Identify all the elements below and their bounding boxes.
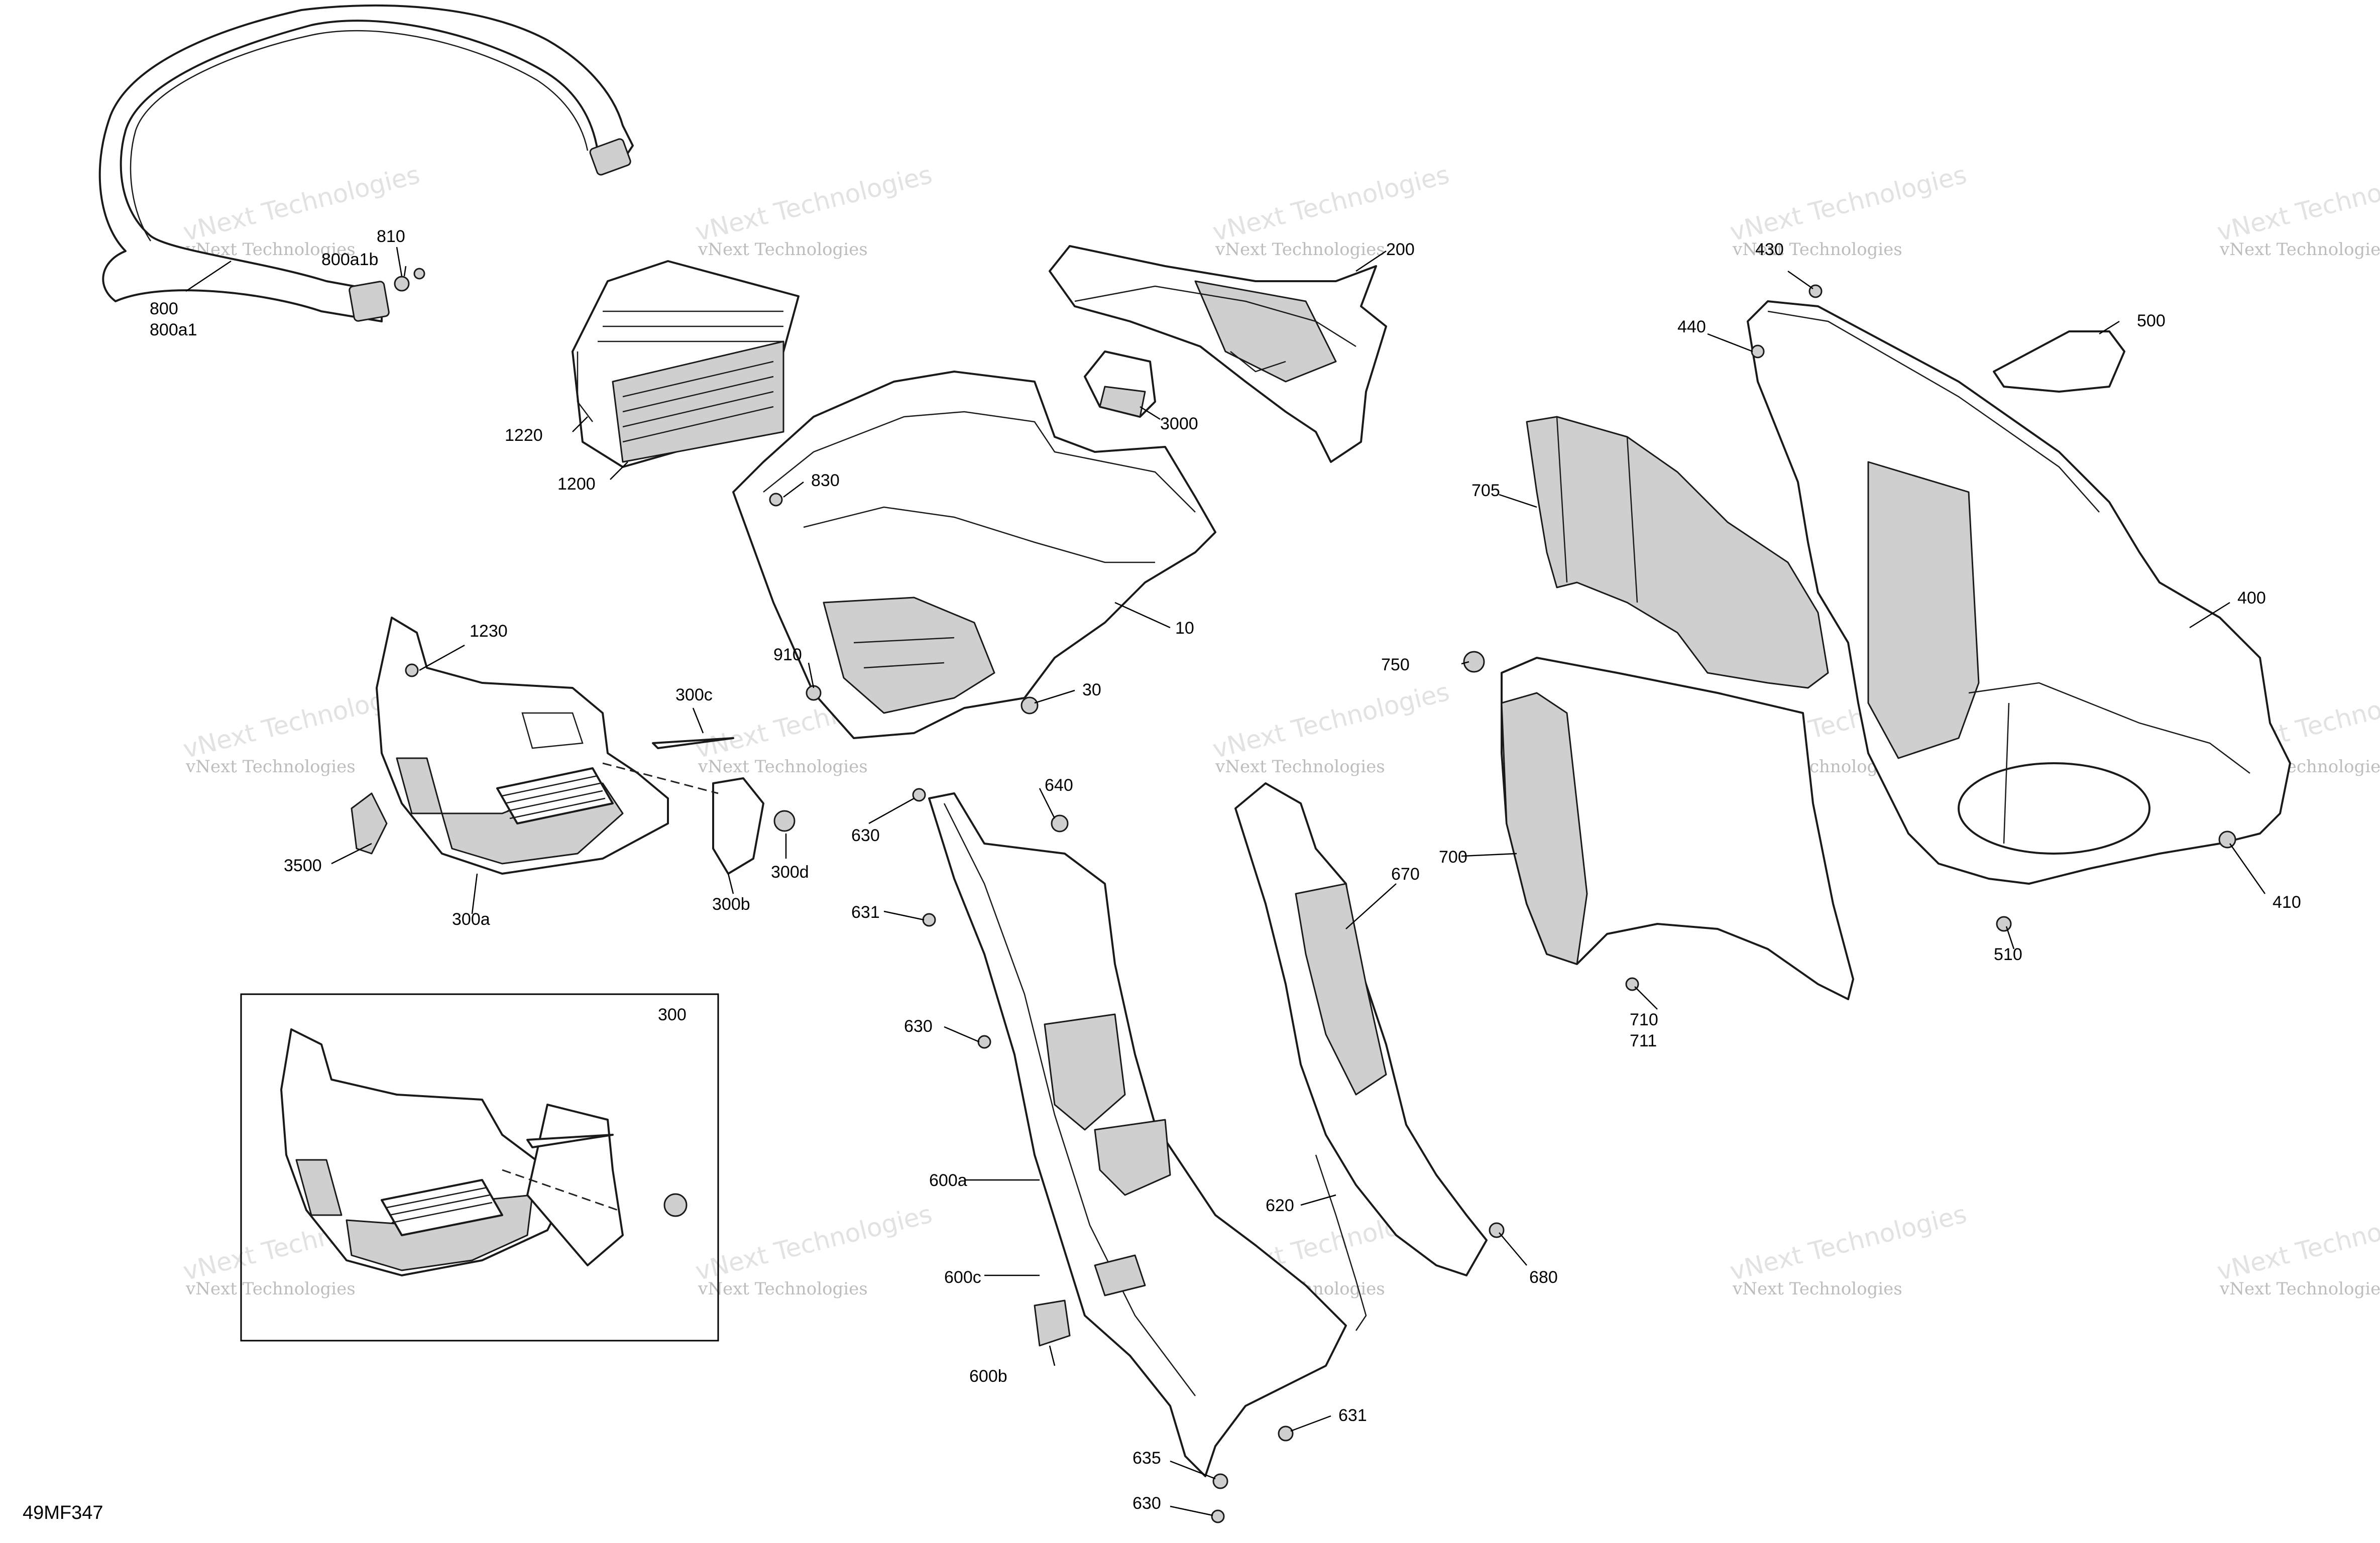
- part-label-500: 500: [2137, 311, 2166, 330]
- part-label-410: 410: [2273, 893, 2301, 912]
- watermark: vNext Technologies vNext Technologies: [693, 160, 935, 260]
- part-label-3000: 3000: [1160, 414, 1198, 433]
- part-300b-300c-300d: [602, 737, 796, 875]
- part-500-plate: [1993, 330, 2125, 393]
- part-label-600c: 600c: [944, 1268, 981, 1287]
- part-label-510: 510: [1994, 945, 2022, 964]
- part-label-631: 631: [851, 903, 880, 922]
- part-label-300c: 300c: [675, 685, 713, 704]
- watermark: vNext Technologies vNext Technologies: [693, 1199, 935, 1299]
- watermark-text: vNext Technologies: [1215, 240, 1385, 260]
- watermark-text: vNext Technologies: [2219, 1279, 2380, 1299]
- watermark-text-large: vNext Technologies: [1210, 160, 1452, 247]
- watermark: vNext Technologies vNext Technologies: [2214, 160, 2380, 260]
- part-3500: [351, 792, 388, 855]
- part-label-670: 670: [1391, 865, 1420, 884]
- part-label-635: 635: [1132, 1449, 1161, 1468]
- part-200-upper-panel: [1049, 245, 1387, 463]
- part-label-700: 700: [1439, 848, 1467, 867]
- watermark: vNext Technologies vNext Technologies: [2214, 1199, 2380, 1299]
- watermark: vNext Technologies vNext Technologies: [1210, 677, 1452, 777]
- part-label-750: 750: [1381, 655, 1410, 674]
- watermark-text-large: vNext Technologies: [2214, 1199, 2380, 1286]
- part-label-710: 710: [1630, 1010, 1658, 1029]
- fasteners: [394, 268, 2236, 1523]
- diagram-code: 49MF347: [23, 1502, 103, 1523]
- watermark-text-large: vNext Technologies: [2214, 160, 2380, 247]
- part-300a-lower-panel: [376, 617, 669, 875]
- part-1220-1200-grille: [572, 260, 800, 468]
- watermark-text: vNext Technologies: [698, 757, 868, 777]
- part-label-1200: 1200: [557, 474, 596, 494]
- watermark-text: vNext Technologies: [185, 1279, 356, 1299]
- part-label-10: 10: [1175, 619, 1194, 638]
- inset-300: [240, 993, 719, 1342]
- part-label-810: 810: [377, 227, 405, 246]
- part-label-430: 430: [1755, 240, 1784, 259]
- part-label-30: 30: [1082, 680, 1101, 699]
- part-label-620: 620: [1266, 1196, 1294, 1215]
- part-label-705: 705: [1471, 481, 1500, 500]
- part-label-600a: 600a: [929, 1171, 967, 1190]
- part-10-main-tub: [732, 371, 1216, 739]
- watermark-text: vNext Technologies: [1215, 757, 1385, 777]
- watermark-text-large: vNext Technologies: [693, 1199, 935, 1286]
- watermark: vNext Technologies vNext Technologies: [1210, 160, 1452, 260]
- part-label-630: 630: [851, 826, 880, 845]
- part-label-600b: 600b: [969, 1367, 1007, 1386]
- part-label-440: 440: [1677, 317, 1706, 336]
- part-label-200: 200: [1386, 240, 1415, 259]
- part-label-910: 910: [773, 645, 802, 664]
- inset-frame: [240, 993, 719, 1342]
- part-label-640: 640: [1045, 776, 1073, 795]
- watermark-text: vNext Technologies: [698, 240, 868, 260]
- part-label-1230: 1230: [470, 622, 508, 641]
- part-label-630: 630: [904, 1017, 933, 1036]
- part-label-300b: 300b: [712, 895, 750, 914]
- part-label-300d: 300d: [771, 863, 809, 882]
- watermark-text: vNext Technologies: [698, 1279, 868, 1299]
- part-label-300a: 300a: [452, 910, 490, 929]
- part-label-631: 631: [1338, 1406, 1367, 1425]
- watermark-text-large: vNext Technologies: [1727, 160, 1970, 247]
- part-label-630: 630: [1132, 1494, 1161, 1513]
- part-600b-clip: [1034, 1299, 1071, 1347]
- watermark: vNext Technologies vNext Technologies: [1727, 1199, 1970, 1299]
- part-label-1220: 1220: [505, 426, 543, 445]
- part-label-680: 680: [1529, 1268, 1558, 1287]
- part-label-800a1: 800a1: [150, 320, 197, 339]
- watermark-text: vNext Technologies: [1732, 240, 1902, 260]
- part-label-830: 830: [811, 471, 840, 490]
- watermark-text-large: vNext Technologies: [693, 160, 935, 247]
- watermark-text: vNext Technologies: [2219, 240, 2380, 260]
- inset-label-300: 300: [658, 1005, 687, 1024]
- part-800-grab-bar: [98, 4, 634, 322]
- part-3000-bracket: [1084, 350, 1156, 418]
- part-600a-side-panel: [928, 792, 1347, 1477]
- leader-lines: [185, 247, 2266, 1516]
- part-705-700-fender: [1501, 416, 1854, 1000]
- part-label-711: 711: [1630, 1031, 1657, 1050]
- watermark-text: vNext Technologies: [1732, 1279, 1902, 1299]
- part-labels: 810 800a1b 800 800a1 1220 1200 200 3000 …: [23, 227, 2301, 1523]
- part-670-620-side-panel: [1234, 782, 1488, 1331]
- watermark-text: vNext Technologies: [185, 757, 356, 777]
- part-label-400: 400: [2237, 588, 2266, 608]
- part-400-rear-tub: [1747, 300, 2291, 885]
- part-label-3500: 3500: [284, 856, 322, 875]
- watermark-text-large: vNext Technologies: [1210, 677, 1452, 764]
- watermark-text-large: vNext Technologies: [1727, 1199, 1970, 1286]
- part-label-800a1b: 800a1b: [321, 250, 378, 269]
- part-label-800: 800: [150, 299, 178, 318]
